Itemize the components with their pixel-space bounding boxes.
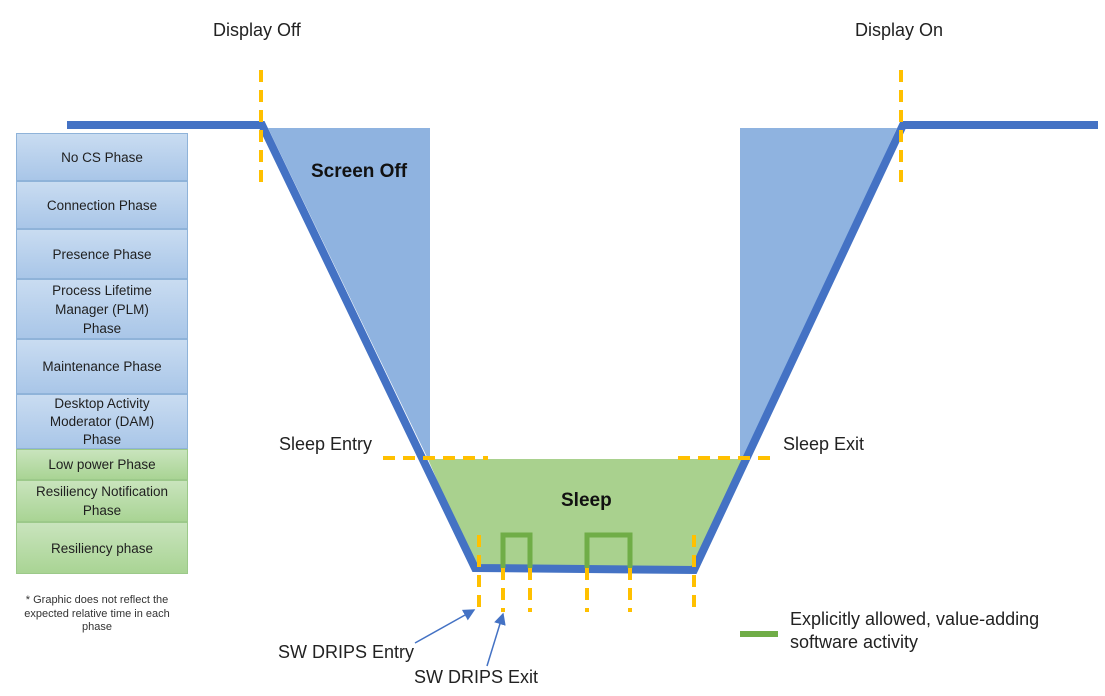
phase-label: Presence Phase [52, 246, 152, 262]
phase-label: Resiliency Notification Phase [35, 484, 169, 518]
legend-label: Explicitly allowed, value-adding softwar… [790, 609, 1040, 652]
phase-maintenance: Maintenance Phase [16, 339, 188, 394]
phase-dam: Desktop Activity Moderator (DAM) Phase [16, 394, 188, 449]
sw-drips-exit-arrow [486, 612, 506, 667]
sw-drips-entry-label: SW DRIPS Entry [278, 642, 415, 662]
phase-label: Maintenance Phase [42, 359, 162, 374]
screen-off-fill-right [740, 128, 897, 459]
sw-drips-exit-label: SW DRIPS Exit [414, 667, 539, 687]
screen-off-label: Screen Off [311, 161, 408, 182]
phase-resiliency: Resiliency phase [16, 522, 188, 574]
sleep-fill [428, 459, 745, 570]
phase-presence: Presence Phase [16, 229, 188, 279]
screen-off-fill-left [268, 128, 430, 459]
phase-label: No CS Phase [61, 149, 143, 165]
sw-drips-entry-arrow [414, 609, 476, 644]
phase-label: Low power Phase [48, 457, 156, 472]
phase-label: Connection Phase [46, 197, 158, 213]
phase-no-cs: No CS Phase [16, 133, 188, 181]
footnote: * Graphic does not reflect the expected … [24, 594, 170, 633]
phase-connection: Connection Phase [16, 181, 188, 229]
sleep-exit-label: Sleep Exit [783, 434, 865, 454]
phase-low-power: Low power Phase [16, 449, 188, 480]
phase-label: Process Lifetime Manager (PLM) Phase [52, 282, 152, 336]
phase-plm: Process Lifetime Manager (PLM) Phase [16, 279, 188, 339]
power-level-line [67, 121, 1098, 575]
phase-resiliency-notification: Resiliency Notification Phase [16, 480, 188, 522]
sleep-label: Sleep [561, 490, 612, 511]
activity-pulse-1 [500, 532, 533, 568]
activity-pulse-2 [584, 532, 633, 568]
sleep-entry-label: Sleep Entry [279, 434, 373, 454]
display-off-label: Display Off [213, 20, 301, 40]
display-on-label: Display On [855, 20, 944, 40]
phase-label: Resiliency phase [50, 540, 154, 556]
phase-label: Desktop Activity Moderator (DAM) Phase [49, 395, 155, 447]
